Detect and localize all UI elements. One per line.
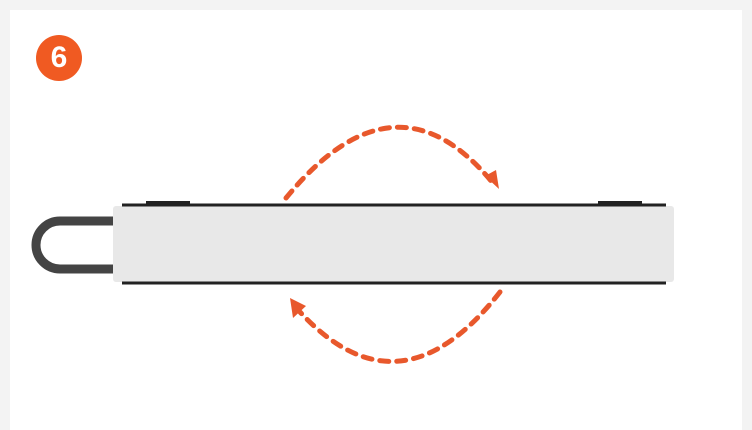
bottom-arrowhead-icon	[290, 298, 306, 318]
step-number-badge: 6	[36, 35, 82, 81]
top-rotate-arrow	[283, 124, 495, 201]
device-body	[113, 206, 674, 282]
bottom-rotate-arrow	[297, 289, 503, 364]
handle-loop	[31, 216, 118, 274]
top-arrowhead-icon	[485, 170, 499, 189]
